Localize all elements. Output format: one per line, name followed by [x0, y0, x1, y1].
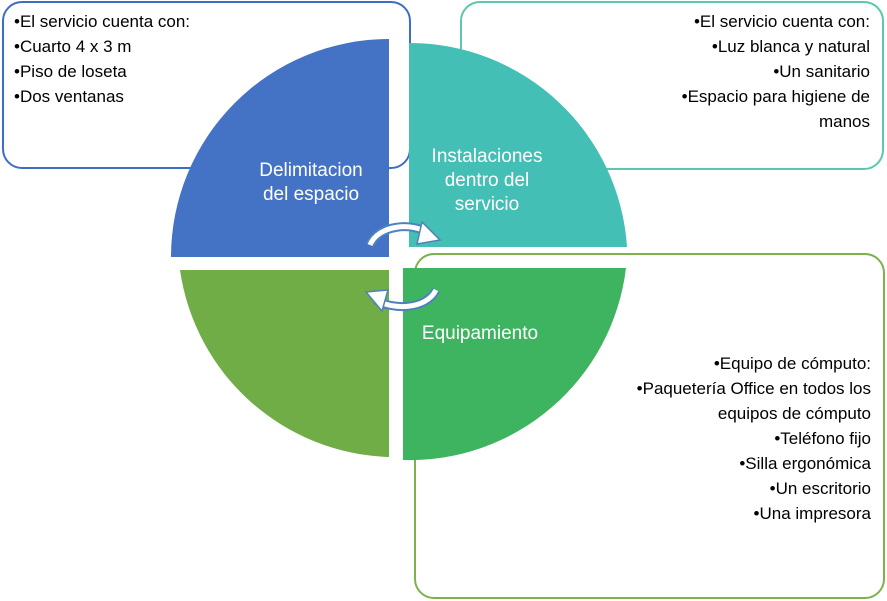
bullet-line: •Teléfono fijo	[774, 429, 871, 448]
label-line: Delimitacion	[259, 160, 363, 181]
bullet-line: •Espacio para higiene de	[681, 87, 870, 106]
quadrant-equipamiento	[403, 268, 626, 461]
bullet-line: •Luz blanca y natural	[711, 37, 870, 56]
cycle-arrow-icon	[364, 287, 441, 313]
cycle-arrow-icon	[365, 220, 442, 248]
quadrant-delimitacion	[171, 39, 389, 257]
quadrant-instalaciones	[409, 42, 627, 247]
bullet-line: •Silla ergonómica	[739, 454, 871, 473]
quadrant-label-equipamiento: Equipamiento	[405, 322, 555, 346]
bullet-line: •El servicio cuenta con:	[693, 12, 870, 31]
quadrant-label-instalaciones: Instalaciones dentro del servicio	[412, 145, 562, 217]
label-line: Instalaciones	[431, 146, 543, 167]
label-line: del espacio	[262, 184, 360, 205]
bullet-line: •Dos ventanas	[14, 87, 124, 106]
label-line: Equipamiento	[421, 323, 539, 344]
bullet-line: equipos de cómputo	[717, 404, 871, 423]
label-line: dentro del	[444, 170, 530, 191]
bullet-line: •El servicio cuenta con:	[14, 12, 191, 31]
text-box-content: •El servicio cuenta con: •Cuarto 4 x 3 m…	[14, 9, 190, 109]
label-line: servicio	[454, 194, 520, 215]
text-box-content: •Equipo de cómputo: •Paquetería Office e…	[637, 351, 871, 526]
bullet-line: •Una impresora	[753, 504, 871, 523]
quadrant-unlabeled	[180, 270, 389, 457]
bullet-line: •Piso de loseta	[14, 62, 127, 81]
bullet-line: •Un escritorio	[769, 479, 871, 498]
quadrant-label-delimitacion: Delimitacion del espacio	[236, 159, 386, 207]
bullet-line: •Cuarto 4 x 3 m	[14, 37, 132, 56]
bullet-line: •Paquetería Office en todos los	[636, 379, 871, 398]
bullet-line: •Un sanitario	[773, 62, 870, 81]
bullet-line: •Equipo de cómputo:	[713, 354, 871, 373]
text-box-content: •El servicio cuenta con: •Luz blanca y n…	[682, 9, 870, 134]
bullet-line: manos	[818, 112, 870, 131]
